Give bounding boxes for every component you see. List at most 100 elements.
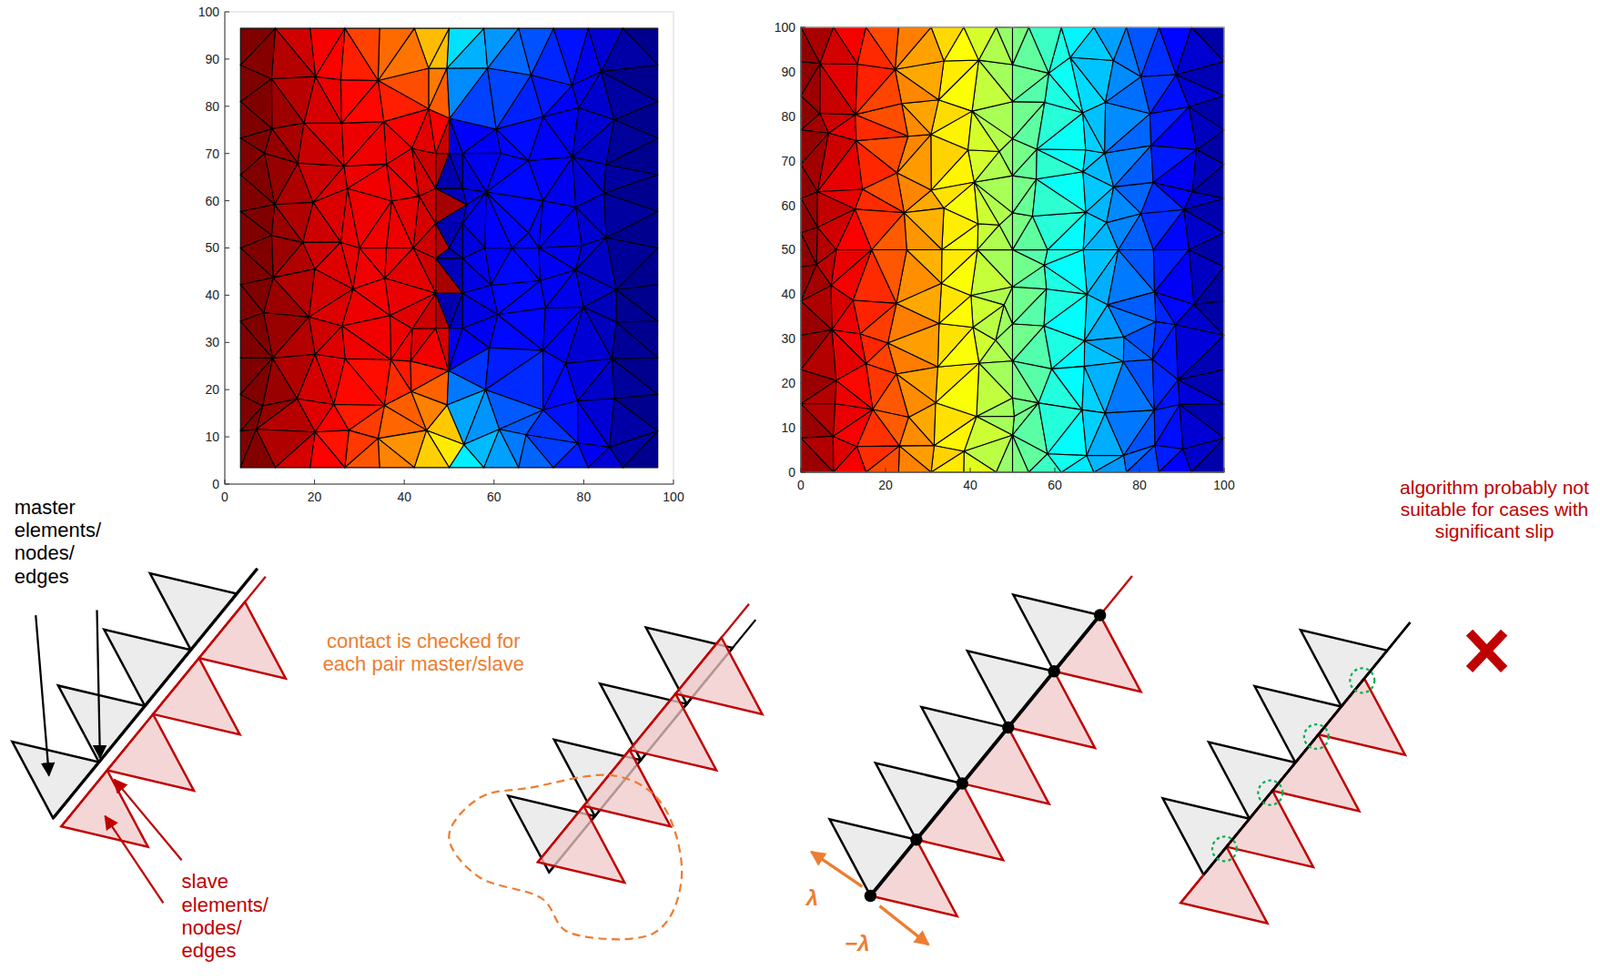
mesh-element bbox=[931, 134, 969, 191]
mesh-element bbox=[1124, 322, 1156, 360]
tick-mark bbox=[404, 479, 406, 485]
mesh-element bbox=[240, 138, 264, 175]
mesh-element bbox=[414, 430, 449, 468]
mesh-element bbox=[1154, 405, 1184, 450]
tick-mark bbox=[224, 479, 226, 485]
axis-tick-label: 90 bbox=[780, 64, 796, 80]
mesh-element bbox=[240, 28, 275, 65]
mesh-element bbox=[553, 28, 588, 86]
mesh-element bbox=[583, 307, 617, 360]
mesh-element bbox=[976, 398, 1014, 417]
leader-arrow bbox=[35, 615, 50, 776]
mesh-element bbox=[587, 446, 623, 467]
mesh-element bbox=[616, 321, 658, 358]
axis-tick-label: 20 bbox=[204, 382, 220, 397]
tick-mark bbox=[1224, 467, 1226, 473]
mesh-element bbox=[297, 122, 345, 166]
axis-tick-label: 30 bbox=[204, 334, 220, 350]
mesh-element bbox=[903, 212, 942, 251]
x-axis bbox=[800, 472, 1225, 474]
mesh-element bbox=[1061, 27, 1094, 58]
mesh-element bbox=[820, 63, 858, 115]
mesh-element bbox=[538, 201, 577, 249]
mesh-element bbox=[274, 432, 315, 468]
mesh-element bbox=[855, 63, 896, 114]
mesh-element bbox=[623, 431, 659, 468]
tick-mark bbox=[800, 472, 806, 474]
axis-tick-label: 0 bbox=[797, 477, 805, 493]
mesh-element bbox=[800, 437, 834, 473]
tick-mark bbox=[885, 467, 887, 473]
mesh-element bbox=[1126, 27, 1160, 77]
mesh-element bbox=[1083, 150, 1105, 173]
mesh-element bbox=[899, 445, 934, 473]
mesh-element bbox=[857, 27, 895, 70]
mesh-element bbox=[587, 28, 623, 71]
tick-mark bbox=[224, 58, 230, 60]
master-edge bbox=[1203, 622, 1410, 875]
mesh-element bbox=[377, 438, 415, 468]
mesh-element bbox=[938, 60, 979, 112]
axis-tick-label: 40 bbox=[962, 477, 978, 493]
mesh-element bbox=[800, 380, 837, 405]
mesh-element bbox=[939, 295, 973, 328]
mesh-element bbox=[391, 328, 413, 362]
axis-tick-label: 100 bbox=[662, 489, 684, 505]
mesh-element bbox=[611, 322, 658, 359]
mesh-element bbox=[611, 357, 658, 395]
mesh-element bbox=[1093, 455, 1127, 473]
axis-tick-label: 100 bbox=[1213, 477, 1235, 493]
mesh-element bbox=[341, 121, 384, 167]
tick-mark bbox=[224, 11, 230, 13]
mesh-element bbox=[1179, 404, 1225, 439]
mesh-element bbox=[973, 182, 1000, 225]
cross-mark bbox=[1469, 632, 1505, 669]
mesh-element bbox=[941, 250, 978, 296]
mesh-element bbox=[800, 198, 818, 233]
mesh-element bbox=[931, 182, 974, 208]
mesh-element bbox=[384, 121, 413, 165]
mesh-element bbox=[577, 398, 615, 447]
mesh-element bbox=[1093, 27, 1127, 61]
mesh-element bbox=[800, 404, 833, 439]
mismatch-marker bbox=[1212, 836, 1237, 861]
slave-element bbox=[1180, 847, 1267, 924]
mesh-element bbox=[484, 28, 519, 69]
slave-element bbox=[60, 770, 148, 848]
mesh-element bbox=[800, 369, 837, 405]
mesh-element bbox=[831, 300, 861, 335]
slave-element bbox=[152, 658, 240, 735]
cross-mark bbox=[1469, 632, 1505, 669]
mesh-element bbox=[271, 204, 303, 244]
mesh-element bbox=[1106, 186, 1142, 223]
mesh-element bbox=[1047, 454, 1087, 473]
tick-mark bbox=[800, 467, 802, 473]
contact-node bbox=[864, 890, 877, 902]
mesh-element bbox=[817, 192, 855, 228]
slave-element bbox=[675, 637, 762, 715]
contact-tied bbox=[810, 576, 1141, 945]
mesh-element bbox=[435, 328, 450, 372]
mesh-element bbox=[449, 223, 464, 259]
slave-edge bbox=[537, 604, 750, 863]
mesh-element bbox=[256, 398, 316, 432]
tick-mark bbox=[224, 152, 230, 154]
axis-tick-label: 20 bbox=[878, 477, 893, 493]
leader-arrow bbox=[114, 779, 183, 861]
mesh-element bbox=[314, 325, 345, 359]
mesh-element bbox=[1012, 361, 1040, 404]
mesh-element bbox=[903, 208, 944, 251]
axis-tick-label: 20 bbox=[780, 375, 796, 391]
mesh-element bbox=[906, 250, 942, 284]
mesh-element bbox=[1012, 265, 1047, 290]
mesh-element bbox=[938, 60, 979, 101]
axis-tick-label: 40 bbox=[204, 287, 220, 303]
multiplier-arrow bbox=[879, 906, 929, 946]
mesh-element bbox=[820, 63, 856, 115]
axis-tick-label: 80 bbox=[780, 109, 796, 124]
contact-node bbox=[910, 833, 922, 846]
tick-mark bbox=[1054, 467, 1056, 473]
mesh-element bbox=[344, 163, 387, 189]
mesh-element bbox=[1153, 209, 1189, 250]
mesh-element bbox=[800, 61, 821, 97]
